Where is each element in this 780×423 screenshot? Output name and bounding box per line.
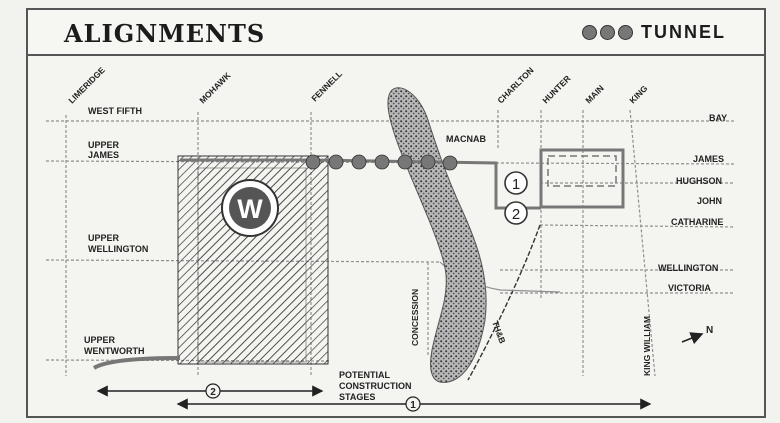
label-james: JAMES	[693, 154, 724, 164]
tunnel-legend-label: TUNNEL	[641, 22, 726, 42]
tunnel-dot-icon	[582, 25, 597, 40]
label-hughson: HUGHSON	[676, 176, 722, 186]
stages-line2: CONSTRUCTION	[339, 381, 412, 391]
downtown-tunnel-inner	[547, 155, 617, 187]
north-arrow-label: N	[706, 325, 713, 336]
tunnel-dot-icon	[374, 154, 390, 170]
tunnel-dot-icon	[600, 25, 615, 40]
tunnel-alignment-wentworth	[92, 356, 181, 370]
stage-2-label: 2	[210, 387, 216, 398]
label-concession: CONCESSION	[410, 289, 420, 346]
street-king	[629, 109, 656, 377]
label-bay: BAY	[709, 113, 727, 123]
tunnel-dot-icon	[305, 154, 321, 170]
label-main: MAIN	[583, 83, 605, 105]
horizontal-streets	[45, 120, 736, 362]
tunnel-dot-icon	[442, 155, 458, 171]
map-header: ALIGNMENTS TUNNEL	[28, 10, 764, 56]
label-upper-james-1: UPPER	[88, 140, 120, 150]
stage-1-label: 1	[410, 400, 416, 411]
label-victoria: VICTORIA	[668, 283, 711, 293]
label-hunter: HUNTER	[540, 73, 572, 105]
downtown-tunnel-box	[539, 148, 625, 209]
tunnel-dot-icon	[397, 154, 413, 170]
label-upper-james-2: JAMES	[88, 150, 119, 160]
label-king-william: KING WILLIAM	[642, 316, 652, 376]
route-marker-2-label: 2	[512, 206, 520, 223]
rail-line-thb	[467, 224, 541, 381]
label-upper-wellington-2: WELLINGTON	[88, 244, 148, 254]
label-charlton: CHARLTON	[495, 65, 535, 105]
tunnel-dot-icon	[328, 154, 344, 170]
street-catharine	[539, 224, 736, 228]
label-king: KING	[627, 83, 649, 105]
label-thb: TH&B	[490, 319, 507, 345]
tunnel-legend: TUNNEL	[582, 22, 726, 43]
stages-line3: STAGES	[339, 392, 375, 402]
tunnel-dot-icon	[618, 25, 633, 40]
map-title: ALIGNMENTS	[64, 19, 266, 48]
w-marker-label: W	[237, 194, 263, 224]
label-john: JOHN	[697, 196, 722, 206]
label-upper-wellington-1: UPPER	[88, 233, 120, 243]
label-upper-wentworth-2: WENTWORTH	[84, 346, 145, 356]
tunnel-dot-icon	[351, 154, 367, 170]
route-marker-2: 2	[504, 201, 528, 225]
stages-line1: POTENTIAL	[339, 370, 391, 380]
map-frame: ALIGNMENTS TUNNEL	[26, 8, 766, 418]
label-wellington: WELLINGTON	[658, 263, 718, 273]
north-arrow-icon: N	[681, 325, 713, 345]
label-macnab: MACNAB	[446, 134, 486, 144]
route-marker-1-label: 1	[512, 176, 520, 193]
route-marker-1: 1	[504, 171, 528, 195]
tunnel-dot-icon	[420, 154, 436, 170]
escarpment-area	[387, 87, 487, 383]
label-catharine: CATHARINE	[671, 217, 723, 227]
label-fennell: FENNELL	[309, 69, 344, 104]
label-mohawk: MOHAWK	[197, 70, 233, 106]
label-upper-wentworth-1: UPPER	[84, 335, 116, 345]
construction-stages: POTENTIAL CONSTRUCTION STAGES 2 1	[96, 370, 652, 412]
w-marker: W	[221, 179, 279, 237]
label-west-fifth: WEST FIFTH	[88, 106, 142, 116]
tunnel-legend-symbol	[582, 25, 633, 40]
tunnel-dots	[305, 154, 458, 171]
label-limeridge: LIMERIDGE	[66, 65, 107, 106]
